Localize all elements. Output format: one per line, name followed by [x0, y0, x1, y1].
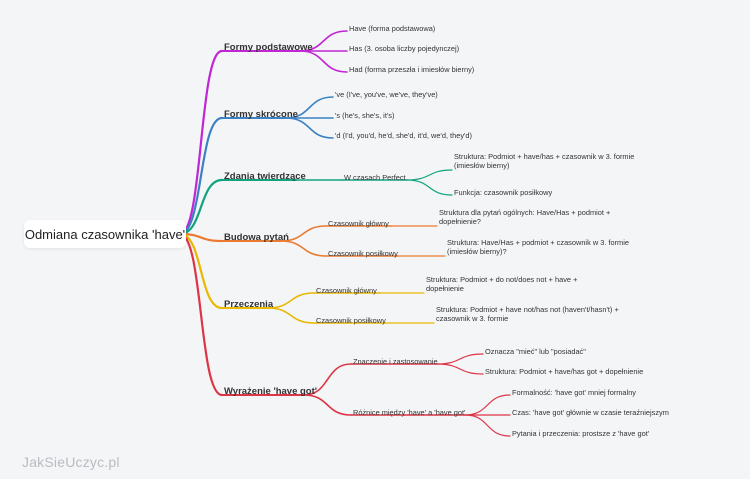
- branch-4-item-0: Czasownik główny: [316, 285, 377, 295]
- branch-connector: [178, 116, 224, 236]
- branch-4-item-1-leaf-0: Struktura: Podmiot + have not/has not (h…: [436, 305, 619, 324]
- branch-5-item-0-leaf-1: Struktura: Podmiot + have/has got + dope…: [485, 367, 643, 376]
- branch-5-item-0: Znaczenie i zastosowanie: [353, 356, 438, 366]
- branch-0-item-0: Have (forma podstawowa): [349, 23, 436, 33]
- branch-connector: [178, 232, 224, 310]
- branch-5-item-0-leaf-0: Oznacza "mieć" lub "posiadać": [485, 347, 586, 356]
- branch-3-item-0-leaf-0-line: Struktura dla pytań ogólnych: Have/Has +…: [439, 207, 611, 217]
- branch-1-item-2: 'd (I'd, you'd, he'd, she'd, it'd, we'd,…: [335, 130, 473, 140]
- branch-3-label: Budowa pytań: [224, 232, 289, 243]
- sub-connector: [267, 307, 315, 324]
- branch-5-item-1-leaf-2: Pytania i przeczenia: prostsze z 'have g…: [512, 429, 649, 438]
- branch-4-item-1-leaf-0-line: Struktura: Podmiot + have not/has not (h…: [436, 304, 619, 314]
- branch-connector: [178, 49, 224, 236]
- sub-connector: [285, 117, 334, 139]
- branch-5-item-1: Różnice między 'have' a 'have got': [353, 407, 466, 417]
- root-label: Odmiana czasownika 'have': [24, 226, 186, 242]
- branch-3-item-0-leaf-0: Struktura dla pytań ogólnych: Have/Has +…: [439, 208, 610, 227]
- branch-3-item-1-leaf-0-line: Struktura: Have/Has + podmiot + czasowni…: [447, 237, 629, 247]
- root-node: Odmiana czasownika 'have': [24, 220, 186, 248]
- branch-5-item-1-leaf-1-line: Czas: 'have got' głównie w czasie teraźn…: [512, 407, 669, 417]
- branch-2-item-0: W czasach Perfect: [344, 172, 406, 182]
- branch-2-item-0-leaf-0-line: (imiesłów bierny): [454, 160, 510, 170]
- branch-2-item-0-leaf-0: Struktura: Podmiot + have/has + czasowni…: [454, 152, 634, 171]
- branch-4-item-1: Czasownik posiłkowy: [316, 315, 386, 325]
- branch-2-item-0-leaf-1-line: Funkcja: czasownik posiłkowy: [454, 187, 553, 197]
- branch-4-label: Przeczenia: [224, 299, 274, 310]
- branch-1-item-0: 've (I've, you've, we've, they've): [335, 89, 438, 99]
- branch-5-item-1-leaf-0: Formalność: 'have got' mniej formalny: [512, 388, 636, 397]
- branch-3-item-0-leaf-0-line: dopełnienie?: [439, 216, 481, 226]
- branch-2-item-0-leaf-0-line: Struktura: Podmiot + have/has + czasowni…: [454, 151, 635, 161]
- branch-5-item-1-leaf-0-line: Formalność: 'have got' mniej formalny: [512, 387, 636, 397]
- leaf-connector: [406, 179, 453, 196]
- branch-5-item-1-leaf-1: Czas: 'have got' głównie w czasie teraźn…: [512, 408, 669, 417]
- branch-3-item-1-leaf-0: Struktura: Have/Has + podmiot + czasowni…: [447, 238, 629, 257]
- leaf-connector: [436, 363, 484, 375]
- branch-5-item-0-leaf-0-line: Oznacza "mieć" lub "posiadać": [485, 346, 586, 356]
- branch-2-item-0-leaf-1: Funkcja: czasownik posiłkowy: [454, 188, 552, 197]
- leaf-connector: [406, 169, 453, 181]
- branch-0-label: Formy podstawowe: [224, 42, 313, 53]
- branch-5-item-1-leaf-2-line: Pytania i przeczenia: prostsze z 'have g…: [512, 428, 650, 438]
- branch-0-item-1: Has (3. osoba liczby pojedynczej): [349, 43, 460, 53]
- leaf-connector: [436, 353, 484, 365]
- sub-connector: [303, 394, 352, 416]
- branch-2-label: Zdania twierdzące: [224, 171, 306, 182]
- branch-connector: [178, 178, 224, 236]
- branch-4-item-0-leaf-0-line: Struktura: Podmiot + do not/does not + h…: [426, 274, 578, 284]
- branch-4-item-1-leaf-0-line: czasownik w 3. formie: [436, 313, 509, 323]
- sub-connector: [303, 363, 352, 396]
- branch-3-item-1-leaf-0-line: (imiesłów bierny)?: [447, 246, 507, 256]
- branch-1-item-1: 's (he's, she's, it's): [335, 110, 395, 120]
- branch-4-item-0-leaf-0: Struktura: Podmiot + do not/does not + h…: [426, 275, 577, 294]
- branch-5-item-0-leaf-1-line: Struktura: Podmiot + have/has got + dope…: [485, 366, 644, 376]
- branch-1-label: Formy skrócone: [224, 109, 298, 120]
- branch-connector: [178, 232, 224, 397]
- branch-0-item-2: Had (forma przeszła i imiesłów bierny): [349, 64, 475, 74]
- watermark: JakSieUczyc.pl: [22, 454, 120, 470]
- leaf-connector: [464, 414, 511, 437]
- branch-3-item-0: Czasownik główny: [328, 218, 389, 228]
- leaf-connector: [464, 394, 511, 416]
- branch-4-item-0-leaf-0-line: dopełnienie: [426, 283, 464, 293]
- sub-connector: [267, 292, 315, 309]
- sub-connector: [299, 50, 348, 73]
- branch-5-label: Wyrażenie 'have got': [224, 386, 318, 397]
- sub-connector: [280, 240, 327, 257]
- branch-3-item-1: Czasownik posiłkowy: [328, 248, 398, 258]
